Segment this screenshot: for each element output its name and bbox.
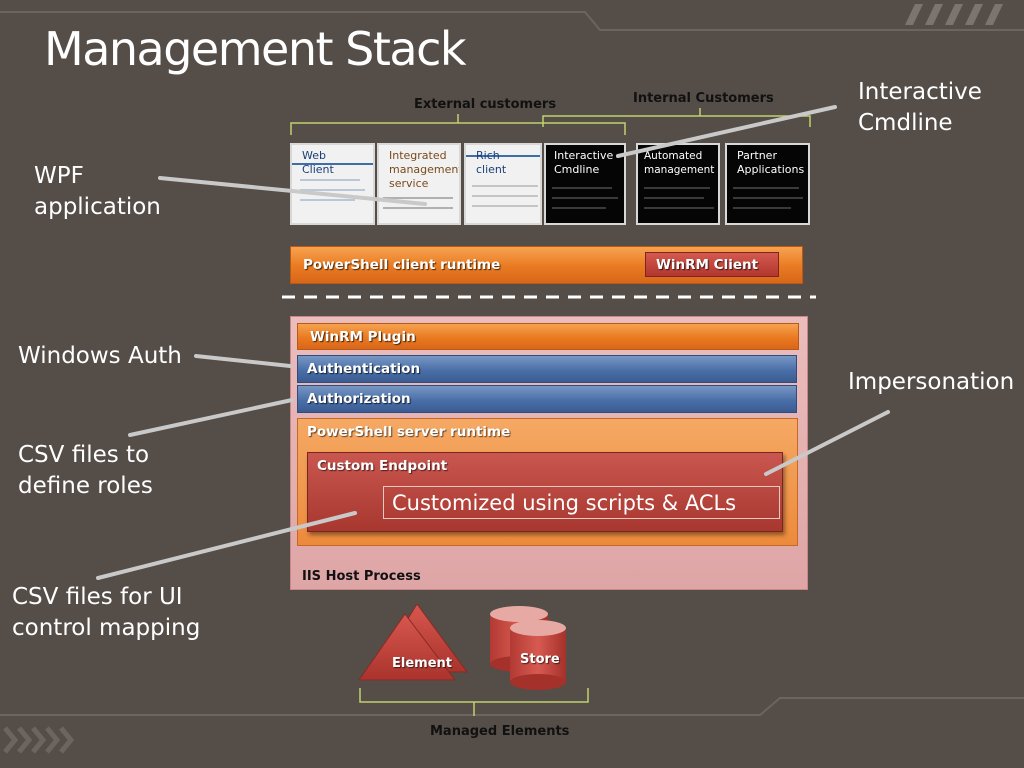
- authentication-label: Authentication: [307, 361, 421, 377]
- web-client-thumbnail[interactable]: Web Client: [290, 143, 375, 225]
- store-cylinder-front: [510, 620, 566, 690]
- client-label: Rich client: [476, 149, 507, 176]
- interactive-cmdline-thumbnail[interactable]: Interactive Cmdline: [544, 143, 626, 225]
- client-label: Automated management: [644, 150, 715, 176]
- winrm-client: WinRM Client: [645, 252, 779, 277]
- client-label: Web Client: [302, 149, 334, 176]
- csv-roles-callout: CSV files to define roles: [18, 442, 153, 499]
- server-runtime-label: PowerShell server runtime: [307, 424, 511, 440]
- wpf-application-connector: [158, 176, 427, 206]
- winrm-plugin: WinRM Plugin: [297, 323, 799, 350]
- partner-applications-thumbnail[interactable]: Partner Applications: [725, 143, 810, 225]
- element-label: Element: [392, 656, 452, 671]
- internal-customers-label: Internal Customers: [633, 91, 774, 106]
- rich-client-thumbnail[interactable]: Rich client: [464, 143, 542, 225]
- impersonation-callout: Impersonation: [848, 369, 1015, 395]
- external-customers-label: External customers: [414, 97, 557, 112]
- page-title: Management Stack: [44, 22, 467, 76]
- custom-endpoint-label: Custom Endpoint: [317, 458, 448, 474]
- windows-auth-connector: [194, 354, 292, 368]
- authorization-layer: Authorization: [297, 385, 797, 413]
- windows-auth-callout: Windows Auth: [18, 343, 182, 369]
- store-label: Store: [520, 652, 560, 667]
- client-label: Integrated management service: [389, 149, 461, 190]
- winrm-client-label: WinRM Client: [656, 256, 759, 273]
- csv-ui-connector: [96, 511, 357, 580]
- wpf-application-callout: WPF application: [34, 163, 161, 220]
- customized-scripts-acls: Customized using scripts & ACLs: [383, 486, 780, 519]
- authorization-label: Authorization: [307, 391, 411, 407]
- integrated-management-thumbnail[interactable]: Integrated management service: [377, 143, 461, 225]
- element-triangle-front: [358, 613, 457, 681]
- impersonation-connector: [764, 410, 890, 476]
- client-label: Partner Applications: [737, 149, 805, 176]
- managed-brace: [359, 688, 589, 716]
- internal-brace: [542, 108, 811, 127]
- interactive-cmdline-callout: Interactive Cmdline: [858, 79, 982, 136]
- client-runtime-label: PowerShell client runtime: [303, 257, 501, 273]
- external-brace: [290, 114, 626, 135]
- winrm-plugin-label: WinRM Plugin: [310, 328, 416, 345]
- csv-ui-callout: CSV files for UI control mapping: [12, 584, 201, 641]
- managed-elements-graphic: [358, 604, 566, 690]
- managed-elements-label: Managed Elements: [430, 724, 570, 739]
- network-boundary-divider: [282, 295, 816, 299]
- iis-host-process-label: IIS Host Process: [302, 569, 421, 584]
- interactive-cmdline-connector: [616, 105, 837, 158]
- authentication-layer: Authentication: [297, 355, 797, 383]
- client-label: Interactive Cmdline: [554, 149, 614, 176]
- csv-roles-connector: [128, 398, 294, 437]
